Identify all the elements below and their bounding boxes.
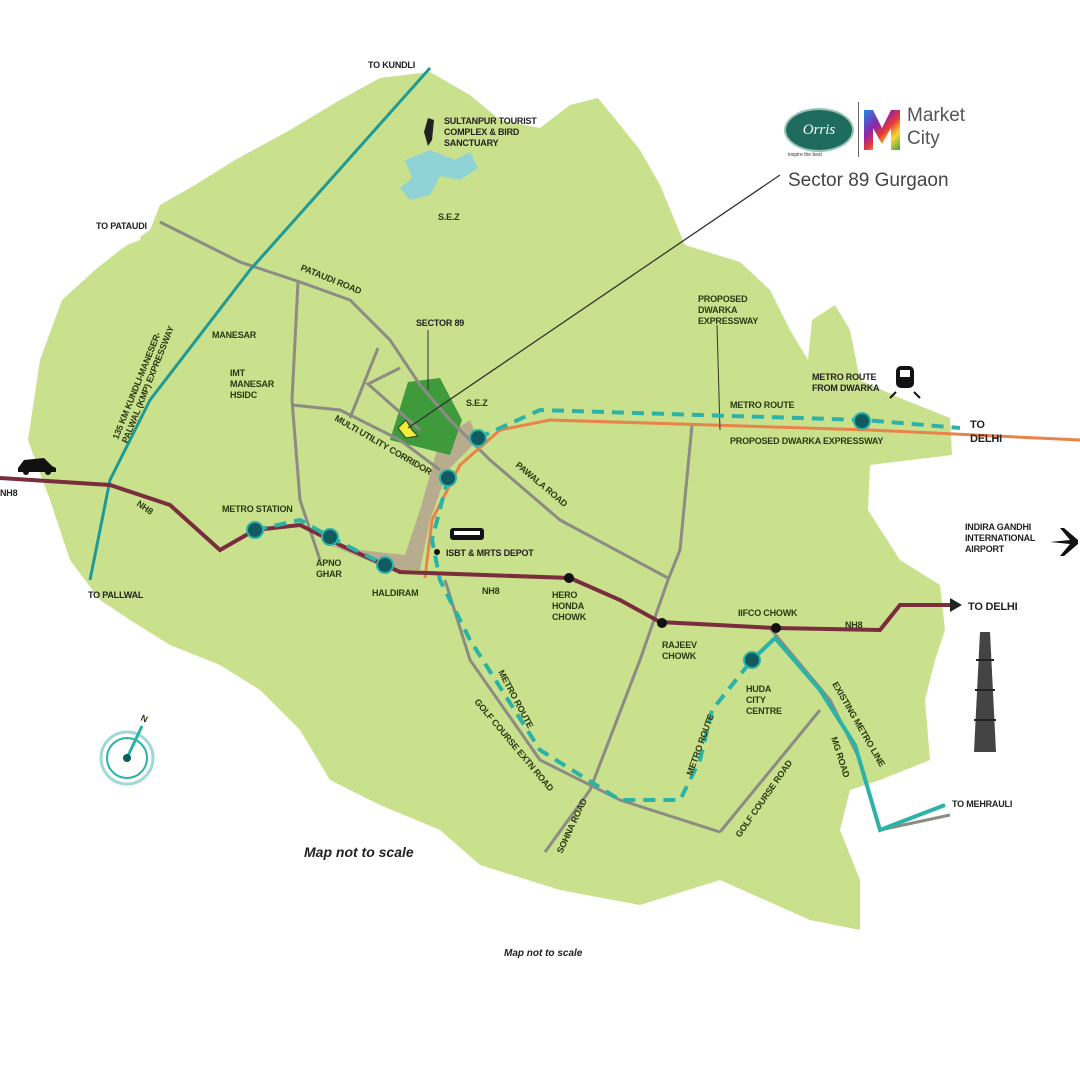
chowk-dots [434,549,781,633]
label-haldiram: HALDIRAM [372,588,418,598]
label-to-pataudi: TO PATAUDI [96,221,147,231]
pataudi-road [159,220,669,580]
multi-utility-corridor [291,403,441,472]
logo-divider [858,102,859,157]
car-icon [18,458,56,475]
metro-stations [246,412,871,669]
scale-note-small: Map not to scale [504,948,583,959]
sector-road-2 [365,366,421,432]
orris-tagline: inspire the best [788,152,822,158]
location-pointer-line [407,174,781,429]
metro-station-icon [246,521,264,539]
sultanpur-lake [400,150,478,200]
location-title: Sector 89 Gurgaon [788,170,949,191]
label-sector-89: SECTOR 89 [416,318,464,328]
label-to-pallwal: TO PALLWAL [88,590,144,600]
label-sez-mid: S.E.Z [466,398,488,408]
orris-logo: Orris [784,108,854,152]
scale-note-main: Map not to scale [304,844,414,860]
label-metro-route: METRO ROUTE [730,400,794,410]
label-to-mehrauli: TO MEHRAULI [952,799,1012,809]
label-sez-top: S.E.Z [438,212,460,222]
metro-route-west [254,517,386,567]
metro-route-muc [429,477,754,802]
market-city-logo-icon [864,110,900,150]
isbt-dot [434,549,440,555]
depot-area [330,420,478,570]
white-notch [75,200,150,255]
metro-route-dwarka [477,407,961,440]
market-city-line2: City [907,128,940,149]
local-roads [159,220,951,853]
compass-icon [99,725,155,786]
metro-station-icon [853,412,871,430]
golf-course-extn-road [443,579,721,834]
label-isbt: ISBT & MRTS DEPOT [446,548,534,558]
nh8-highway [0,476,950,633]
metro-routes [254,407,961,802]
label-metro-station: METRO STATION [222,504,293,514]
sector-89-marker-icon [397,419,420,439]
sector-road-1 [348,347,380,419]
hero-honda-chowk-dot [564,573,574,583]
compass-north-label: N [139,713,149,725]
label-nh8-b: NH8 [482,586,500,596]
label-proposed-dwarka-expressway: PROPOSED DWARKA EXPRESSWAY [730,436,883,446]
metro-station-icon [469,429,487,447]
rajeev-chowk-dot [657,618,667,628]
existing-metro-line [750,635,946,833]
metro-station-icon [376,556,394,574]
label-manesar: MANESAR [212,330,257,340]
airplane-icon [1050,528,1078,556]
bird-icon [424,118,434,146]
label-nh8-left: NH8 [0,488,18,498]
label-to-delhi-right: TO DELHI [968,601,1018,613]
label-iffco-chowk: IIFCO CHOWK [738,608,798,618]
train-icon [889,366,921,399]
iffco-chowk-dot [771,623,781,633]
dwarka-pointer-line [716,324,721,431]
market-city-line1: Market [907,105,966,126]
qutub-minar-icon [974,632,996,752]
bus-icon [450,528,484,540]
label-nh8-c: NH8 [845,620,863,630]
metro-station-icon [439,469,457,487]
metro-station-icon [321,528,339,546]
kmp-expressway [88,67,432,581]
metro-station-icon [743,651,761,669]
to-delhi-arrow-icon [950,598,962,612]
region-land [28,72,952,930]
label-to-kundli: TO KUNDLI [368,60,415,70]
golf-course-road [718,709,822,833]
